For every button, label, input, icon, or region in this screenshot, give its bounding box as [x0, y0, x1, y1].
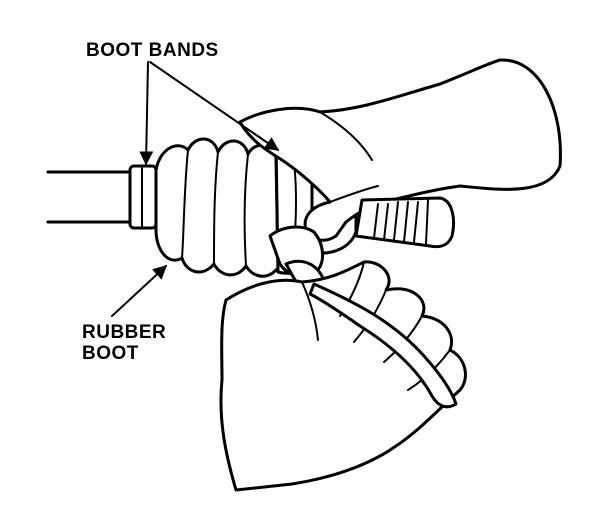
- drive-shaft: [46, 170, 134, 224]
- boot-bands-arrow-large: [149, 61, 280, 151]
- boot-bands-arrow-small: [139, 61, 154, 166]
- leader-arrows: [111, 61, 280, 317]
- rubber-boot: [154, 137, 280, 278]
- rubber-boot-label-line1: RUBBER: [82, 322, 167, 343]
- boot-bands-label: BOOT BANDS: [86, 40, 219, 61]
- lower-hand: [219, 260, 467, 492]
- pliers-lower-handle: [308, 282, 458, 409]
- pliers-handle: [354, 196, 455, 249]
- rubber-boot-label-line2: BOOT: [82, 343, 139, 364]
- upper-hand: [238, 58, 562, 242]
- small-boot-band: [128, 164, 158, 230]
- pliers-jaws: [268, 225, 325, 299]
- rubber-boot-arrow: [111, 265, 168, 317]
